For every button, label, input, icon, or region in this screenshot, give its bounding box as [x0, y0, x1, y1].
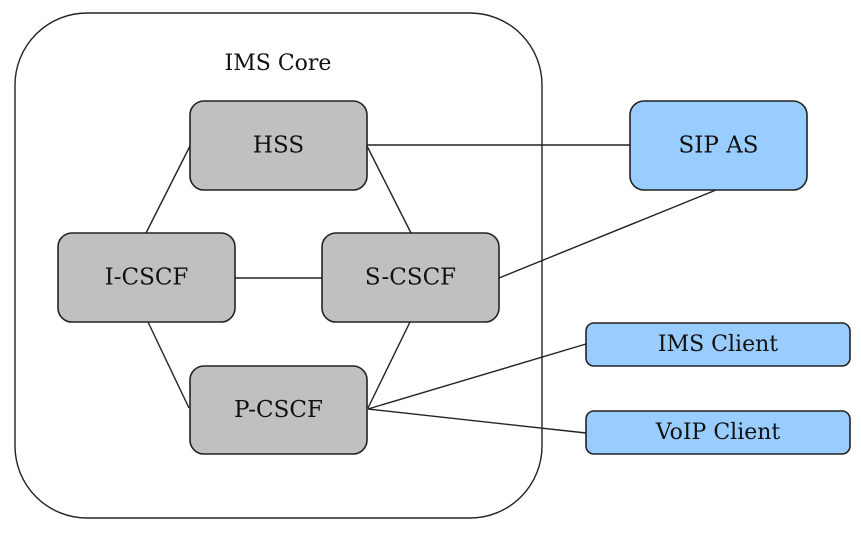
node-voip-client-label: VoIP Client	[655, 420, 781, 445]
ims-core-title: IMS Core	[225, 51, 332, 76]
node-hss-label: HSS	[253, 133, 304, 159]
node-voip-client[interactable]: VoIP Client	[585, 410, 851, 455]
node-p-cscf[interactable]: P-CSCF	[189, 365, 368, 455]
edge-p-cscf-voip-client	[367, 408, 587, 434]
node-i-cscf-box	[57, 232, 236, 323]
node-i-cscf[interactable]: I-CSCF	[57, 232, 236, 323]
edge-hss-s-cscf	[366, 145, 412, 234]
edges	[145, 144, 717, 434]
edge-i-cscf-p-cscf	[147, 321, 190, 409]
node-s-cscf-label: S-CSCF	[365, 265, 456, 291]
node-i-cscf-label: I-CSCF	[105, 265, 189, 291]
node-s-cscf-box	[321, 232, 500, 323]
node-sip-as-box	[629, 100, 808, 191]
edge-s-cscf-sip-as	[498, 189, 717, 279]
edge-p-cscf-ims-client	[367, 343, 587, 410]
ims-core-container	[14, 12, 543, 519]
node-sip-as-label: SIP AS	[679, 133, 759, 159]
node-hss-box	[189, 100, 368, 191]
node-ims-client[interactable]: IMS Client	[585, 322, 851, 367]
node-ims-client-label: IMS Client	[658, 332, 778, 357]
node-voip-client-box	[585, 410, 851, 455]
node-p-cscf-box	[189, 365, 368, 455]
edge-hss-i-cscf	[145, 145, 191, 234]
node-p-cscf-label: P-CSCF	[234, 397, 323, 423]
node-s-cscf[interactable]: S-CSCF	[321, 232, 500, 323]
node-sip-as[interactable]: SIP AS	[629, 100, 808, 191]
node-hss[interactable]: HSS	[189, 100, 368, 191]
edge-s-cscf-p-cscf	[367, 321, 411, 409]
node-ims-client-box	[585, 322, 851, 367]
